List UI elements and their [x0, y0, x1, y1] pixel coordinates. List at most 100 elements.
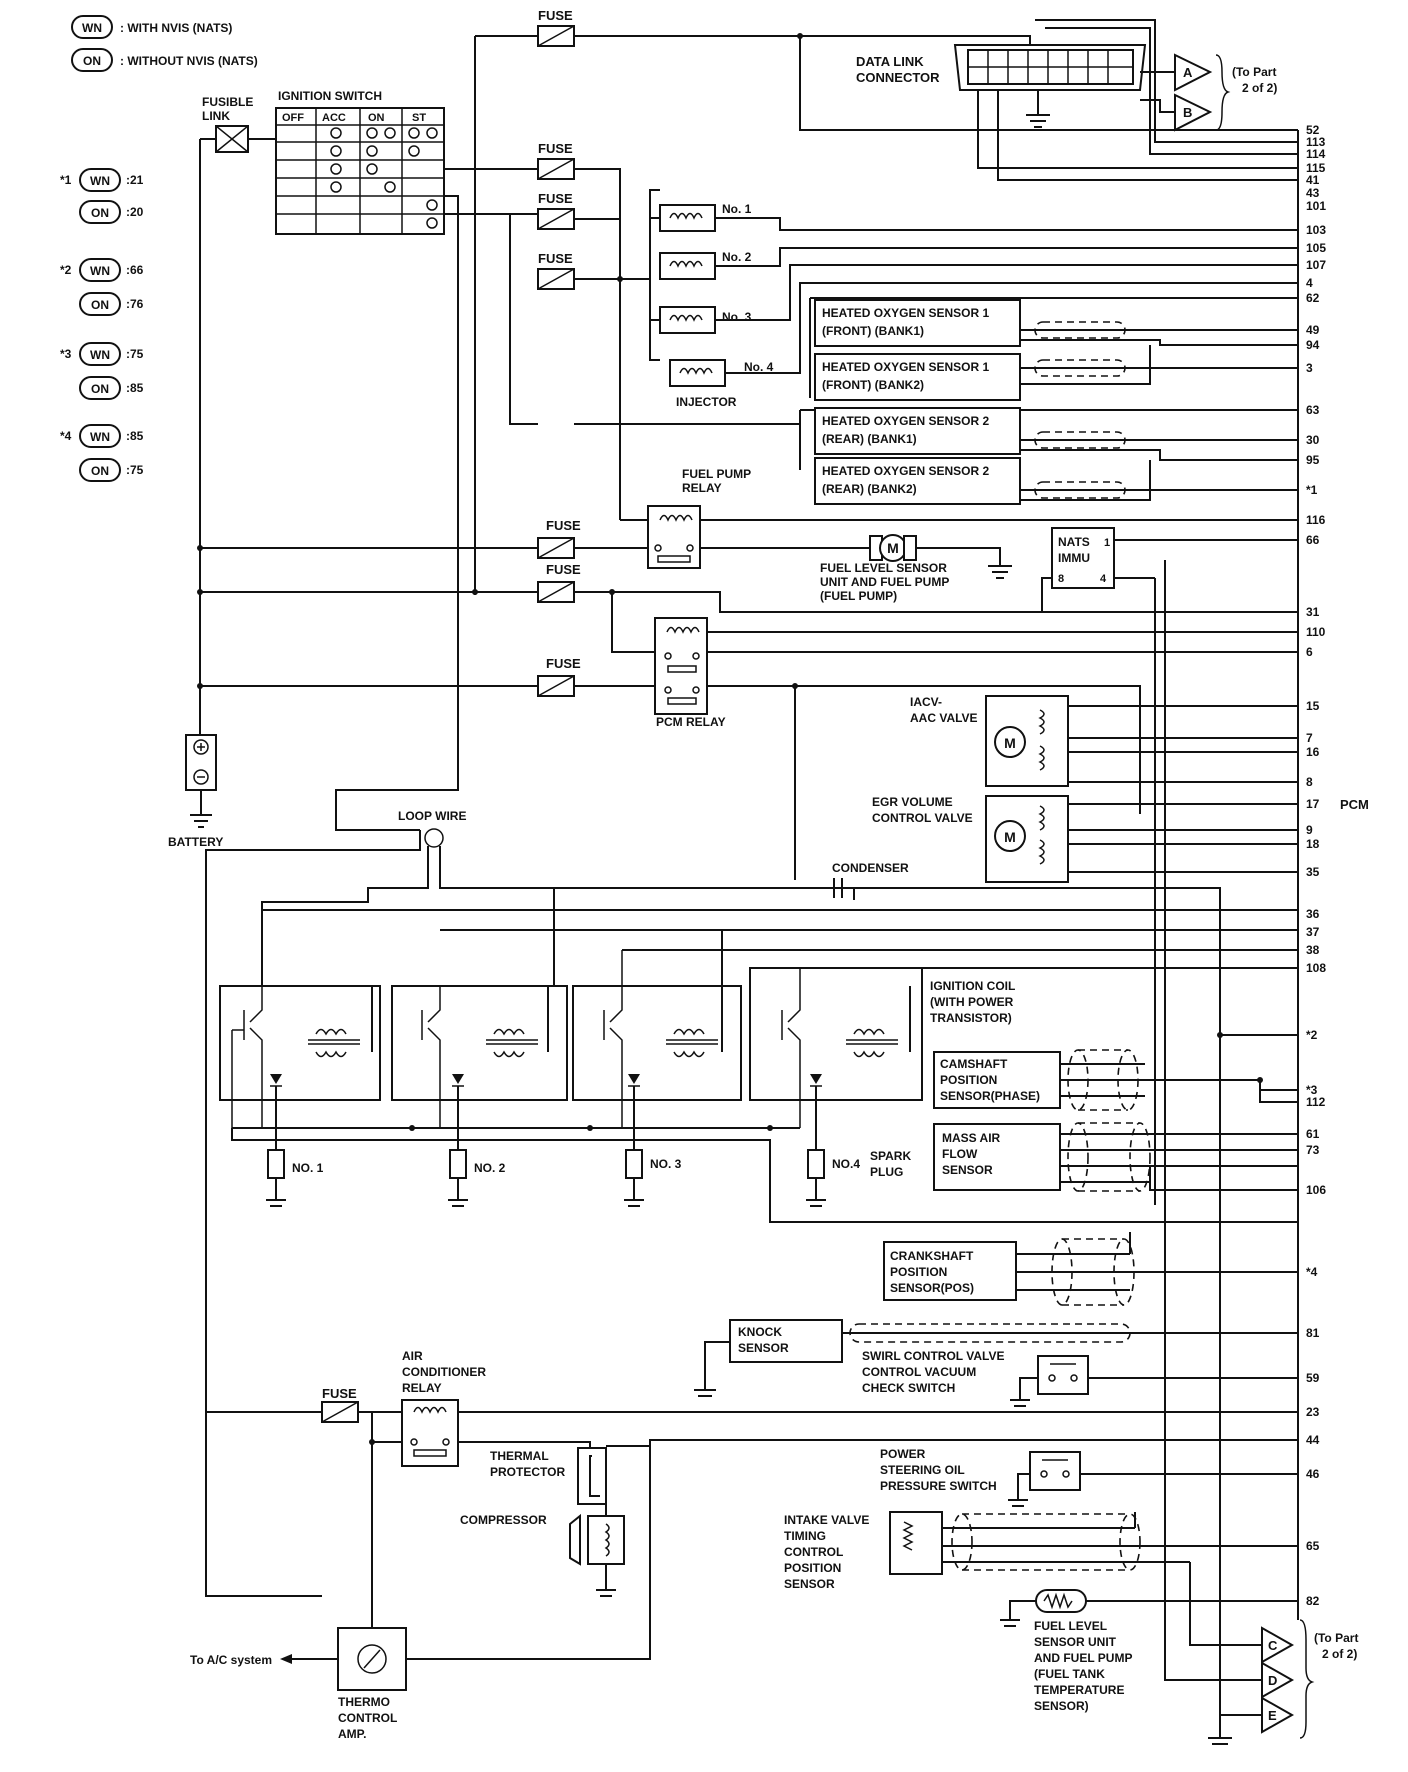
pcm-pin-label: 114: [1306, 147, 1326, 161]
thermo-label-3: AMP.: [338, 1727, 366, 1741]
spark-plug-no3-label: NO. 3: [650, 1157, 682, 1171]
spark-plug-icon: [267, 1149, 285, 1179]
ac-relay-label-2: CONDITIONER: [402, 1365, 486, 1379]
fuel-tank-temperature-sensor: FUEL LEVEL SENSOR UNIT AND FUEL PUMP (FU…: [1000, 1589, 1298, 1713]
ho2s-rear-bank2-box: [814, 457, 1021, 505]
swirl-label-2: CONTROL VACUUM: [862, 1365, 976, 1379]
footnote-star: *4: [60, 429, 72, 443]
camshaft-label-2: POSITION: [940, 1073, 997, 1087]
fuse-row-battery: FUSE FUSE FUSE: [197, 518, 1298, 697]
pcm-pin-label: 4: [1306, 276, 1313, 290]
footnote-1: *1 WN :21 ON :20: [60, 168, 144, 224]
on-tag: ON: [91, 206, 109, 220]
pcm-pin-label: 82: [1306, 1594, 1320, 1608]
ivt-label-4: POSITION: [784, 1561, 841, 1575]
on-tag-shape: [79, 292, 121, 316]
air-conditioner-relay: AIR CONDITIONER RELAY FUSE: [206, 1349, 1298, 1600]
fuel-pump-motor: M FUEL LEVEL SENSOR UNIT AND FUEL PUMP (…: [700, 534, 1012, 603]
fuel-pump-motor-m: M: [887, 540, 899, 556]
injector-no2: No. 2: [659, 247, 1298, 280]
iacv-label: IACV-: [910, 695, 942, 709]
maf-label: MASS AIR: [942, 1131, 1001, 1145]
pcm-pin-label: 107: [1306, 258, 1326, 272]
connector-e-shape: [1261, 1696, 1295, 1734]
to-part-label-2: 2 of 2): [1322, 1647, 1357, 1661]
crankshaft-sensor-box: [883, 1241, 1017, 1301]
ignition-coils: IGNITION COIL (WITH POWER TRANSISTOR): [219, 888, 1298, 1223]
pcm-pin-label: 52: [1306, 123, 1320, 137]
injector-no4: No. 4: [669, 282, 1298, 387]
to-ac-system-label: To A/C system: [190, 1653, 272, 1667]
pcm-pin-label: *3: [1306, 1083, 1318, 1097]
pcm-pin-label: 61: [1306, 1127, 1320, 1141]
maf-label-3: SENSOR: [942, 1163, 993, 1177]
iacv-aac-valve: IACV- AAC VALVE M: [910, 695, 1298, 787]
egr-label: EGR VOLUME: [872, 795, 953, 809]
wn-legend-text: : WITH NVIS (NATS): [120, 21, 232, 35]
connector-b: B: [1183, 105, 1192, 120]
nats-immu: NATS IMMU 1 8 4: [1041, 527, 1298, 612]
injector-no3: No. 3: [659, 264, 1298, 334]
power-steering-oil-pressure-switch: POWER STEERING OIL PRESSURE SWITCH: [880, 1447, 1298, 1507]
battery-label: BATTERY: [168, 835, 223, 849]
nats-immu-box: [1051, 527, 1115, 589]
pcm-pin-label: 23: [1306, 1405, 1320, 1419]
fuse-label: FUSE: [546, 562, 581, 577]
spark-plug-icon: [449, 1149, 467, 1179]
pcm-pin-label: 73: [1306, 1143, 1320, 1157]
pcm-pin-label: 16: [1306, 745, 1320, 759]
pcm-pin-label: 46: [1306, 1467, 1320, 1481]
wn-tag-shape: [79, 342, 121, 366]
connector-d-shape: [1261, 1661, 1295, 1699]
ign-col-acc: ACC: [322, 112, 346, 124]
fuse-group-injectors: FUSE FUSE FUSE: [509, 141, 660, 520]
iacv-motor-m: M: [1004, 735, 1016, 751]
ign-col-on: ON: [368, 112, 385, 124]
legend: WN : WITH NVIS (NATS) ON : WITHOUT NVIS …: [71, 15, 258, 72]
pcm-pin-label: 7: [1306, 731, 1313, 745]
fuse-label: FUSE: [538, 251, 573, 266]
pcm-pin-label: 31: [1306, 605, 1320, 619]
on-tag-shape: [79, 200, 121, 224]
ho2s-rear-bank2: HEATED OXYGEN SENSOR 2 (REAR) (BANK2): [814, 457, 1298, 505]
ignition-coil-label-2: (WITH POWER: [930, 995, 1014, 1009]
ho2s-rear-bank1-box: [814, 407, 1021, 455]
nats-pin-4: 4: [1100, 573, 1107, 585]
ps-label-2: STEERING OIL: [880, 1463, 965, 1477]
injectors: No. 1 No. 2 No. 3 No. 4 INJECTOR: [649, 190, 1298, 409]
spark-plug-4: NO.4: [806, 1149, 860, 1207]
to-part-label: (To Part: [1232, 65, 1276, 79]
ignition-contacts: [330, 127, 438, 229]
knock-sensor-label-2: SENSOR: [738, 1341, 789, 1355]
pcm-pin-label: 15: [1306, 699, 1320, 713]
pcm-pin-label: *1: [1306, 483, 1318, 497]
motor-icon: [994, 820, 1026, 852]
connector-c-shape: [1261, 1626, 1295, 1664]
compressor: COMPRESSOR: [460, 1513, 625, 1597]
spark-plug-label: SPARK: [870, 1149, 911, 1163]
loop-wire: LOOP WIRE: [205, 809, 1221, 1597]
pcm-pin-label: 101: [1306, 199, 1326, 213]
wn-tag: WN: [90, 430, 110, 444]
pcm-pin-label: 106: [1306, 1183, 1326, 1197]
ivt-label-3: CONTROL: [784, 1545, 843, 1559]
ignition-switch-label: IGNITION SWITCH: [278, 89, 382, 103]
footnote-wn-value: :85: [126, 429, 144, 443]
swirl-label: SWIRL CONTROL VALVE: [862, 1349, 1004, 1363]
swirl-switch-box: [1037, 1355, 1089, 1395]
fusible-link-label: FUSIBLE: [202, 95, 253, 109]
ignition-coil-4: [749, 967, 923, 1150]
pcm-pin-label: 108: [1306, 961, 1326, 975]
spark-plug-1: NO. 1: [266, 1149, 324, 1207]
pcm-pin-label: *2: [1306, 1028, 1318, 1042]
thermal-protector-label-2: PROTECTOR: [490, 1465, 565, 1479]
ftt-label-2: SENSOR UNIT: [1034, 1635, 1117, 1649]
pcm-pin-list: 5211311411541431011031051074624994363309…: [1306, 123, 1326, 1608]
pcm-pin-label: 6: [1306, 645, 1313, 659]
knock-sensor-label: KNOCK: [738, 1325, 782, 1339]
ho2s-front-bank1-label-2: (FRONT) (BANK1): [822, 324, 924, 338]
camshaft-label: CAMSHAFT: [940, 1057, 1008, 1071]
spark-plug-2: NO. 2: [448, 1149, 506, 1207]
injector-no1-label: No. 1: [722, 202, 752, 216]
fuse-label: FUSE: [546, 518, 581, 533]
